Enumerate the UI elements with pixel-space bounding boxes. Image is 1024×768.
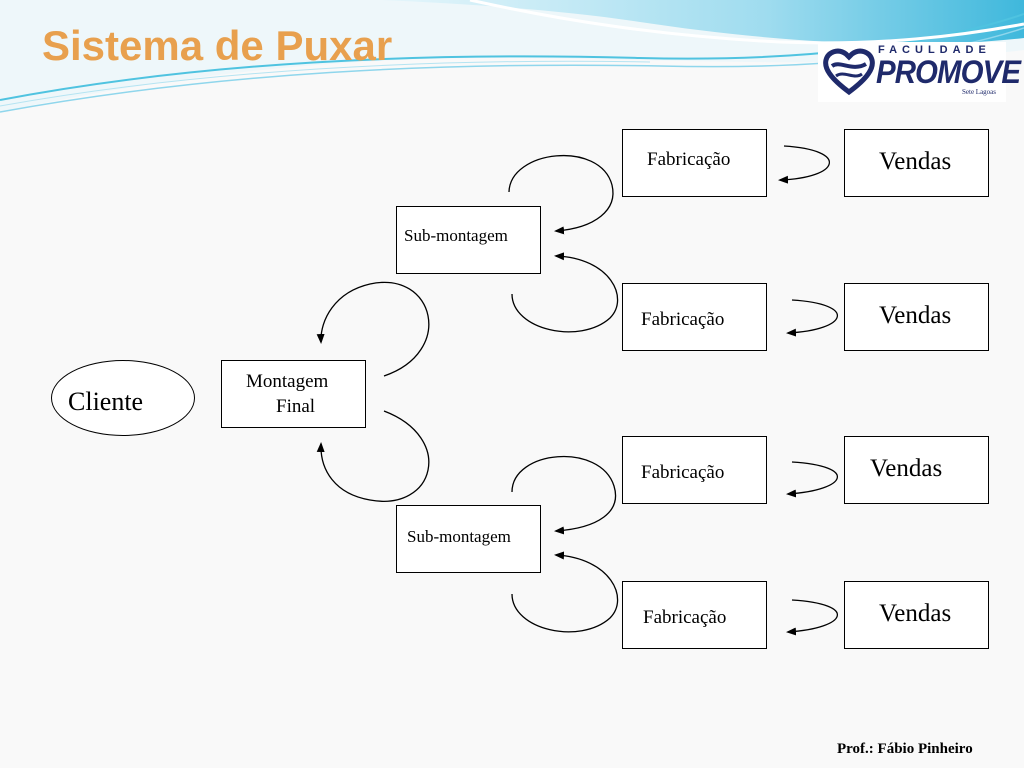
- vendas-2-label: Vendas: [879, 302, 952, 329]
- vendas-4-label: Vendas: [879, 600, 952, 627]
- arrow-sub2-bottom: [511, 551, 619, 633]
- cliente-label: Cliente: [68, 387, 144, 416]
- montagem-final-box: Montagem Final: [221, 360, 366, 428]
- fabricacao-4-label: Fabricação: [643, 607, 727, 628]
- logo-sub-text: Sete Lagoas: [962, 88, 997, 96]
- arrow-sub2-top: [511, 456, 617, 535]
- arrow-montagem-down: [316, 410, 430, 502]
- fabricacao-1-label: Fabricação: [647, 149, 731, 170]
- fabricacao-box-1: Fabricação: [622, 129, 767, 197]
- vendas-box-3: Vendas: [844, 436, 989, 504]
- montagem-final-line1: Montagem: [246, 371, 329, 392]
- arrow-vendas-3: [786, 461, 839, 498]
- vendas-box-2: Vendas: [844, 283, 989, 351]
- fabricacao-box-2: Fabricação: [622, 283, 767, 351]
- vendas-box-1: Vendas: [844, 129, 989, 197]
- sub-montagem-box-1: Sub-montagem: [396, 206, 541, 274]
- sub-montagem-2-label: Sub-montagem: [407, 527, 511, 546]
- sub-montagem-box-2: Sub-montagem: [396, 505, 541, 573]
- montagem-final-line2: Final: [276, 396, 316, 417]
- fabricacao-box-3: Fabricação: [622, 436, 767, 504]
- logo-top-text: FACULDADE: [878, 44, 991, 56]
- vendas-box-4: Vendas: [844, 581, 989, 649]
- fabricacao-3-label: Fabricação: [641, 462, 725, 483]
- arrow-montagem-up: [316, 281, 430, 377]
- arrow-sub1-top: [508, 154, 614, 235]
- vendas-1-label: Vendas: [879, 148, 952, 175]
- heart-logo-icon: [823, 48, 875, 96]
- cliente-node: Cliente: [51, 360, 195, 436]
- sub-montagem-1-label: Sub-montagem: [404, 226, 508, 245]
- arrow-sub1-bottom: [511, 252, 619, 333]
- arrow-vendas-1: [778, 145, 831, 184]
- arrow-vendas-2: [786, 299, 839, 337]
- fabricacao-2-label: Fabricação: [641, 309, 725, 330]
- vendas-3-label: Vendas: [870, 455, 943, 482]
- logo-main-text: PROMOVE: [876, 54, 1021, 90]
- fabricacao-box-4: Fabricação: [622, 581, 767, 649]
- slide-title: Sistema de Puxar: [42, 22, 393, 69]
- arrow-vendas-4: [786, 599, 839, 636]
- footer-author: Prof.: Fábio Pinheiro: [837, 741, 973, 757]
- promove-logo: FACULDADE PROMOVE Sete Lagoas: [818, 42, 1021, 102]
